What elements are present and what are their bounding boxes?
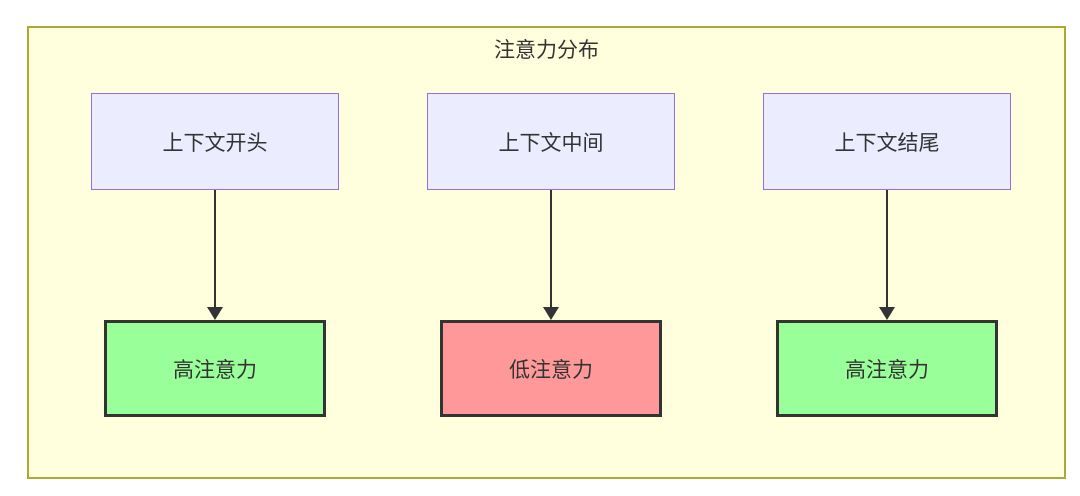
down-arrow [879,190,895,320]
arrow-line [214,190,216,307]
diagram-title: 注意力分布 [494,39,599,62]
node-high-attention-2: 高注意力 [776,320,998,417]
arrow-head-icon [879,307,895,320]
node-low-attention: 低注意力 [440,320,662,417]
node-context-middle: 上下文中间 [427,93,675,190]
node-context-end: 上下文结尾 [763,93,1011,190]
node-high-attention-1: 高注意力 [104,320,326,417]
attention-distribution-cluster: 注意力分布 上下文开头 高注意力 上下文中间 低注意力 上下文结尾 高注意力 [27,26,1066,479]
diagram-column-context-start: 上下文开头 高注意力 [91,93,339,417]
down-arrow [543,190,559,320]
node-context-start: 上下文开头 [91,93,339,190]
arrow-head-icon [207,307,223,320]
diagram-column-context-middle: 上下文中间 低注意力 [427,93,675,417]
arrow-head-icon [543,307,559,320]
arrow-line [550,190,552,307]
diagram-column-context-end: 上下文结尾 高注意力 [763,93,1011,417]
down-arrow [207,190,223,320]
arrow-line [886,190,888,307]
